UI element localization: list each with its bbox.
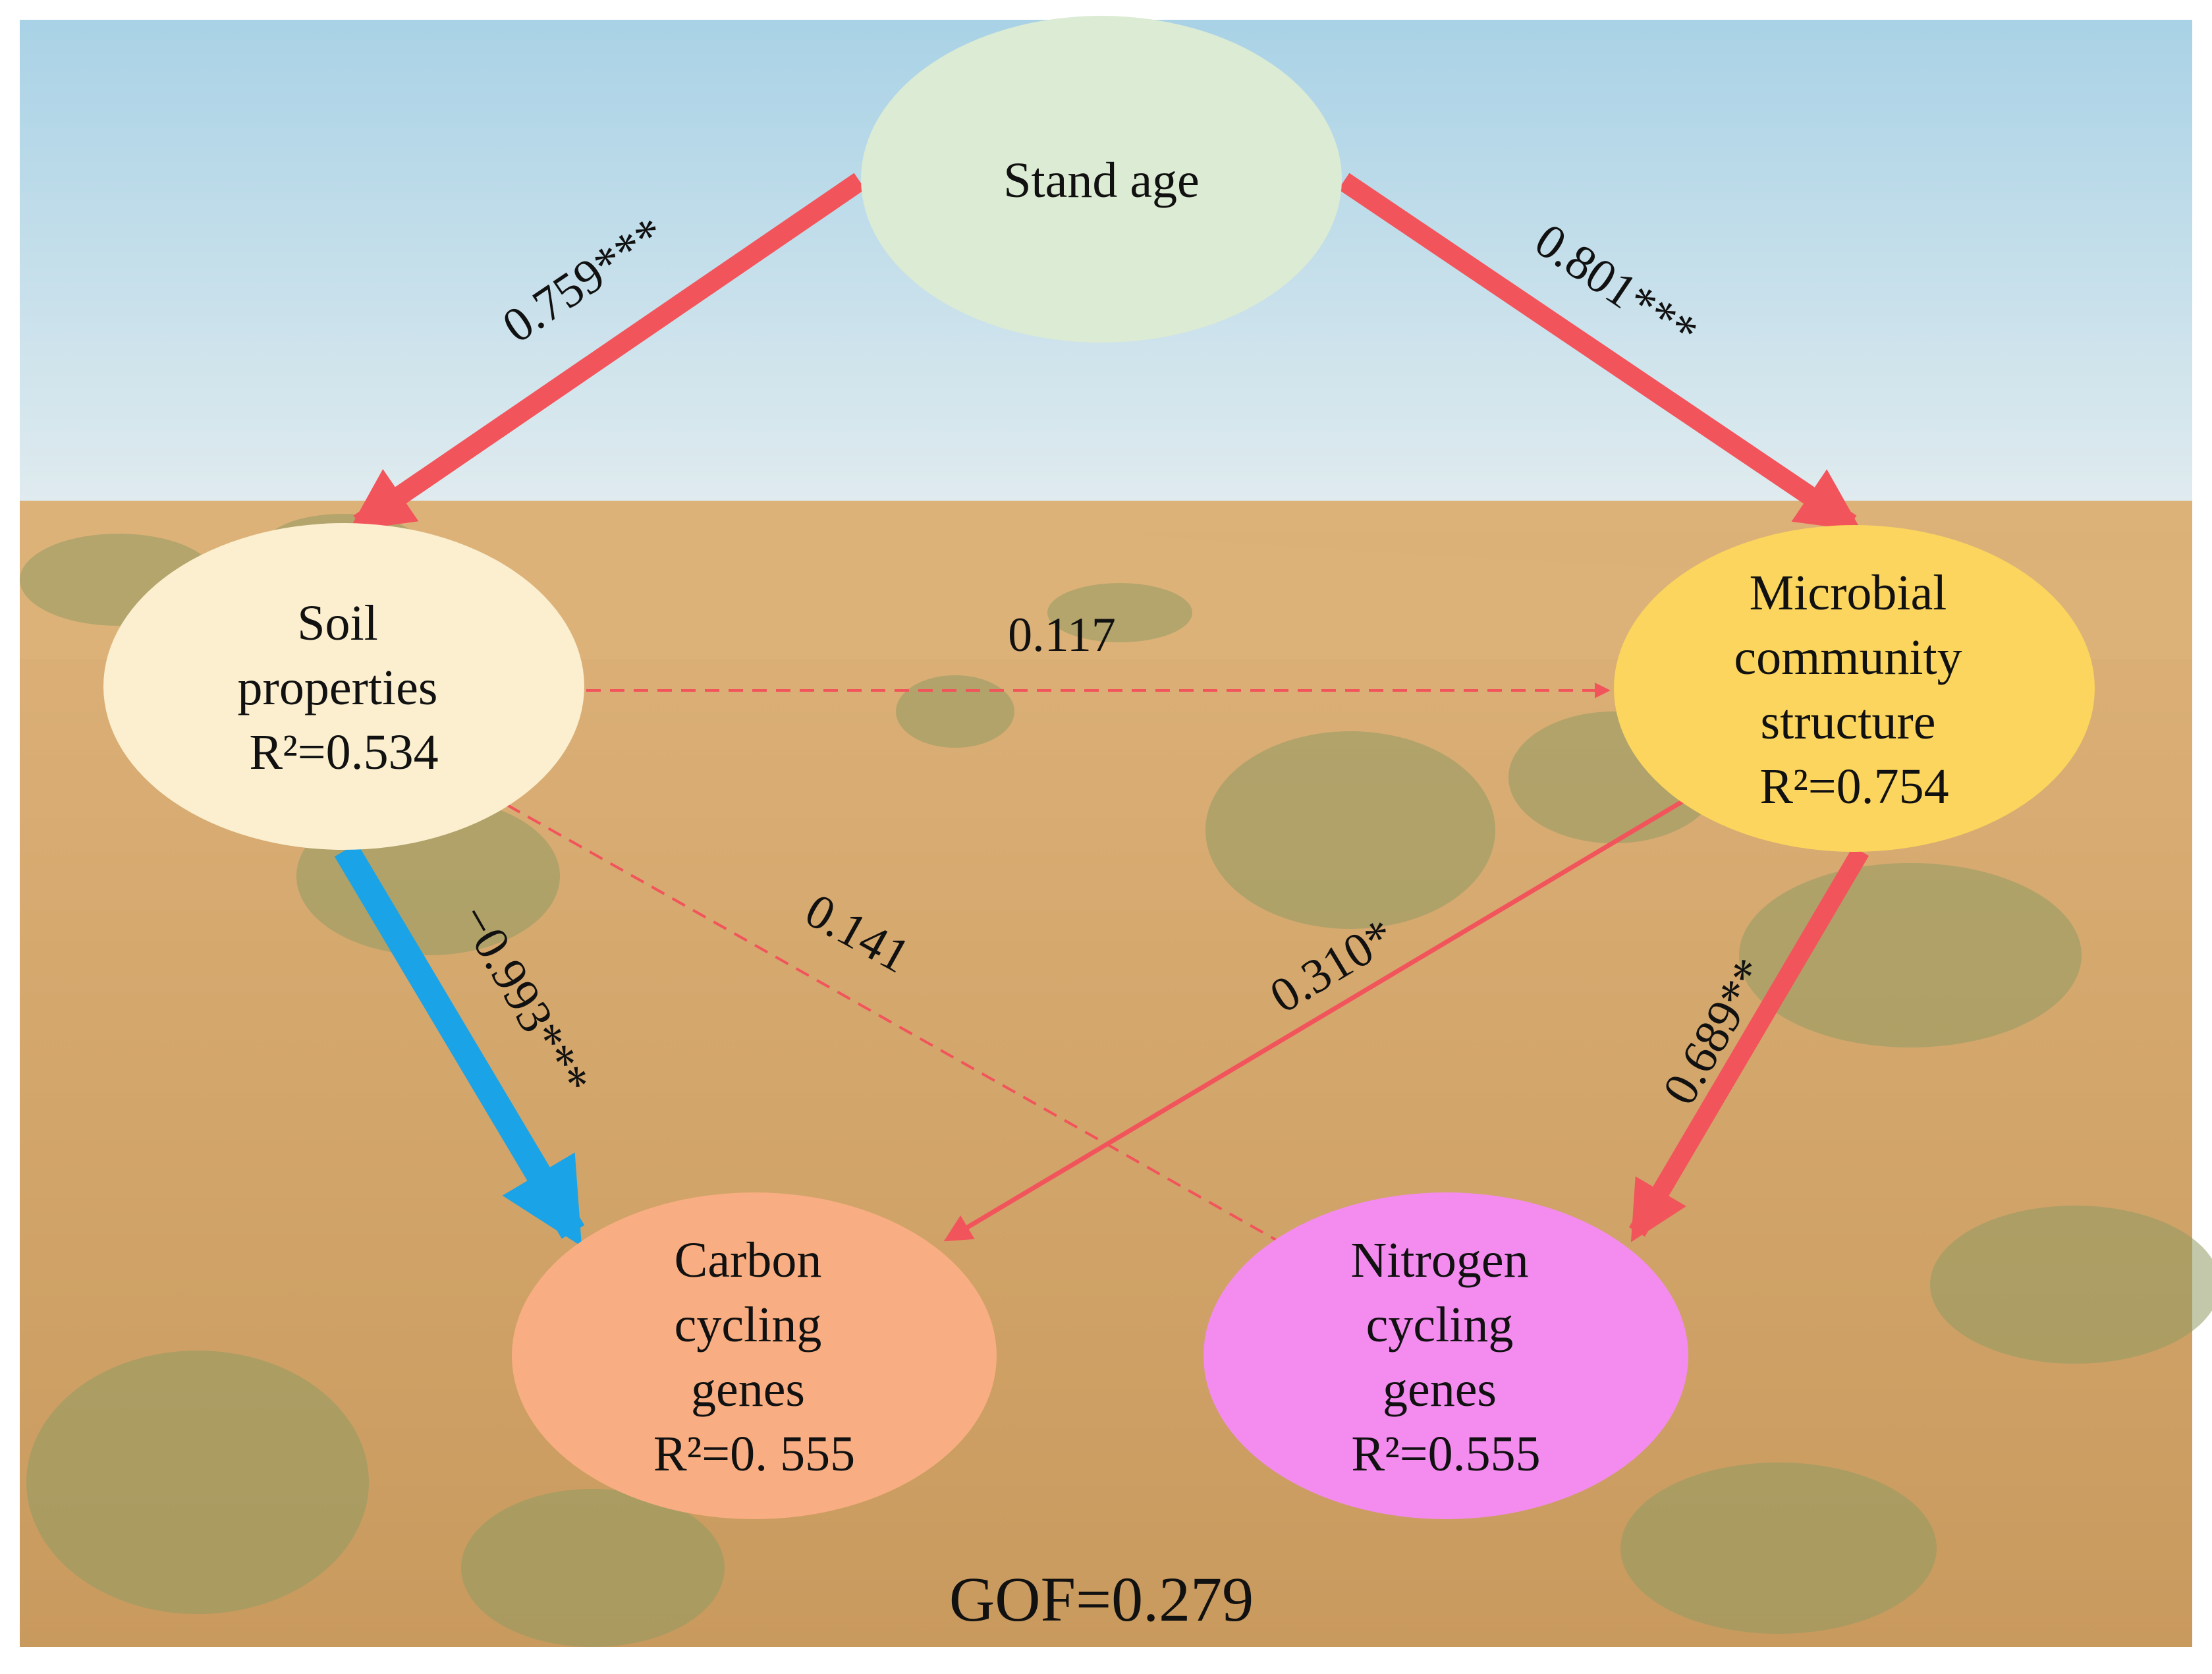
arrow-soil-to-carbon: [334, 843, 585, 1247]
arrow-stand-age-to-microbial: [1338, 173, 1862, 532]
shrub: [1930, 1206, 2212, 1364]
node-microbial-community-label: Microbial community structure R²=0.754: [1734, 565, 1974, 814]
shrub-cluster: [20, 514, 2212, 1647]
coefficient-soil-to-microbial: 0.117: [1008, 608, 1116, 662]
node-soil-properties-line: properties: [238, 660, 438, 715]
arrow-microbial-to-carbon: [943, 795, 1691, 1242]
node-carbon-cycling-genes-label: Carbon cycling genes R²=0. 555: [653, 1233, 855, 1482]
path-arrows: [334, 173, 1869, 1250]
node-stand-age-label: Stand age: [1003, 153, 1200, 208]
node-carbon-cycling-genes: Carbon cycling genes R²=0. 555: [512, 1192, 997, 1519]
shrub: [1047, 583, 1192, 642]
node-nitrogen-cycling-genes-label: Nitrogen cycling genes R²=0.555: [1350, 1233, 1541, 1482]
node-soil-properties-line: Soil: [297, 596, 378, 651]
node-stand-age-line: Stand age: [1003, 153, 1200, 208]
goodness-of-fit-label: GOF=0.279: [949, 1564, 1254, 1634]
arrow-microbial-to-nitrogen: [1628, 846, 1869, 1242]
node-stand-age: Stand age: [861, 16, 1342, 343]
arrow-soil-to-nitrogen: [507, 804, 1294, 1250]
node-soil-properties: Soil properties R²=0.534: [103, 523, 584, 850]
node-soil-properties-line: R²=0.534: [249, 725, 438, 780]
node-soil-properties-label: Soil properties R²=0.534: [238, 596, 451, 780]
shrub: [461, 1489, 725, 1647]
node-nitrogen-cycling-genes-line: cycling: [1366, 1297, 1514, 1353]
node-stand-age-shape: [861, 16, 1342, 343]
shrub: [1205, 731, 1495, 929]
node-carbon-cycling-genes-line: Carbon: [675, 1233, 822, 1288]
node-nitrogen-cycling-genes-line: R²=0.555: [1351, 1426, 1540, 1482]
node-microbial-community-line: R²=0.754: [1759, 759, 1949, 814]
node-nitrogen-cycling-genes-line: Nitrogen: [1350, 1233, 1528, 1288]
node-soil-properties-shape: [103, 523, 584, 850]
node-nitrogen-cycling-genes-shape: [1203, 1192, 1688, 1519]
node-microbial-community: Microbial community structure R²=0.754: [1614, 525, 2095, 852]
node-microbial-community-line: structure: [1761, 694, 1936, 750]
shrub: [896, 675, 1014, 748]
node-carbon-cycling-genes-line: genes: [691, 1362, 805, 1417]
shrub: [1620, 1463, 1937, 1634]
node-microbial-community-shape: [1614, 525, 2095, 852]
arrow-stand-age-to-soil: [348, 173, 866, 532]
node-nitrogen-cycling-genes-line: genes: [1383, 1362, 1497, 1417]
node-microbial-community-line: community: [1734, 630, 1962, 685]
node-carbon-cycling-genes-line: cycling: [675, 1297, 822, 1353]
node-carbon-cycling-genes-shape: [512, 1192, 997, 1519]
node-carbon-cycling-genes-line: R²=0. 555: [653, 1426, 855, 1482]
node-nitrogen-cycling-genes: Nitrogen cycling genes R²=0.555: [1203, 1192, 1688, 1519]
node-microbial-community-line: Microbial: [1750, 565, 1947, 621]
shrub: [26, 1351, 369, 1614]
